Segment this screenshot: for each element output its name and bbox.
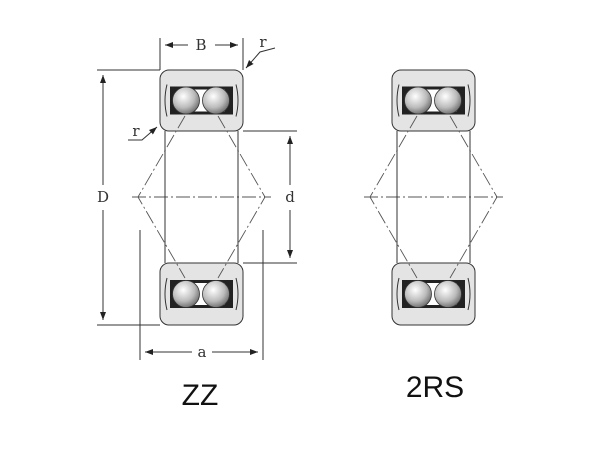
ball [172, 86, 200, 115]
label-D: D [97, 188, 109, 206]
label-d: d [285, 188, 295, 206]
variant-label-zz: ZZ [182, 379, 219, 412]
ball [434, 86, 462, 115]
ball [172, 280, 200, 308]
ball [404, 86, 432, 115]
ball [202, 280, 230, 308]
label-r-outer: r [259, 33, 267, 51]
label-r-inner: r [132, 122, 140, 140]
dimension-lines [97, 38, 297, 360]
label-a: a [198, 343, 207, 361]
ball [434, 280, 462, 308]
label-B: B [195, 36, 206, 54]
ball [404, 280, 432, 308]
variant-label-2rs: 2RS [406, 371, 464, 404]
ball [202, 86, 230, 115]
bearing-2rs [364, 69, 503, 326]
bearing-zz [132, 69, 271, 326]
